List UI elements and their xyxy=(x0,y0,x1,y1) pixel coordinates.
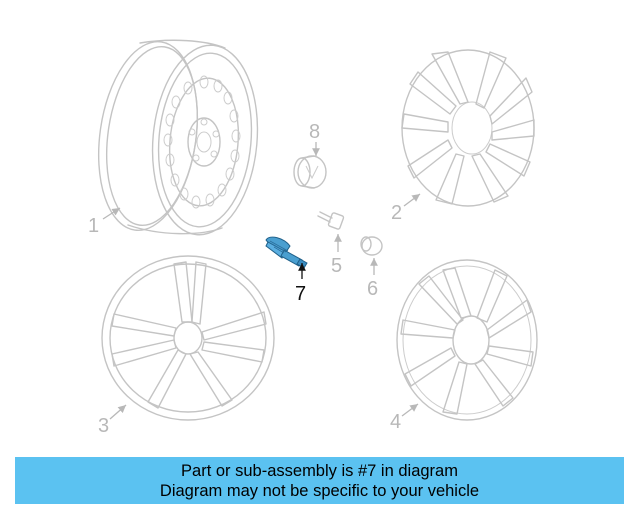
callout-8: 8 xyxy=(309,121,320,143)
callout-1: 1 xyxy=(88,215,99,237)
center-cap xyxy=(293,155,327,189)
callout-arrows xyxy=(102,142,421,420)
tpms-valve-stem[interactable] xyxy=(265,236,308,269)
lug-bolt xyxy=(317,211,345,230)
info-banner: Part or sub-assembly is #7 in diagram Di… xyxy=(15,457,624,504)
parts-diagram: 1 2 3 4 5 6 7 8 xyxy=(88,39,538,437)
wheel-cover-top xyxy=(401,49,535,207)
lug-nut-cap xyxy=(360,236,383,256)
callout-7[interactable]: 7 xyxy=(295,283,306,305)
banner-line-disclaimer: Diagram may not be specific to your vehi… xyxy=(159,482,480,500)
callout-3: 3 xyxy=(98,415,109,437)
banner-line-part: Part or sub-assembly is #7 in diagram xyxy=(181,462,458,480)
callout-4: 4 xyxy=(390,411,401,433)
steel-wheel xyxy=(97,39,259,236)
callout-6: 6 xyxy=(367,278,378,300)
wheel-cover-bottom xyxy=(396,259,538,421)
callout-5: 5 xyxy=(331,255,342,277)
callout-2: 2 xyxy=(391,202,402,224)
alloy-wheel xyxy=(101,255,275,421)
